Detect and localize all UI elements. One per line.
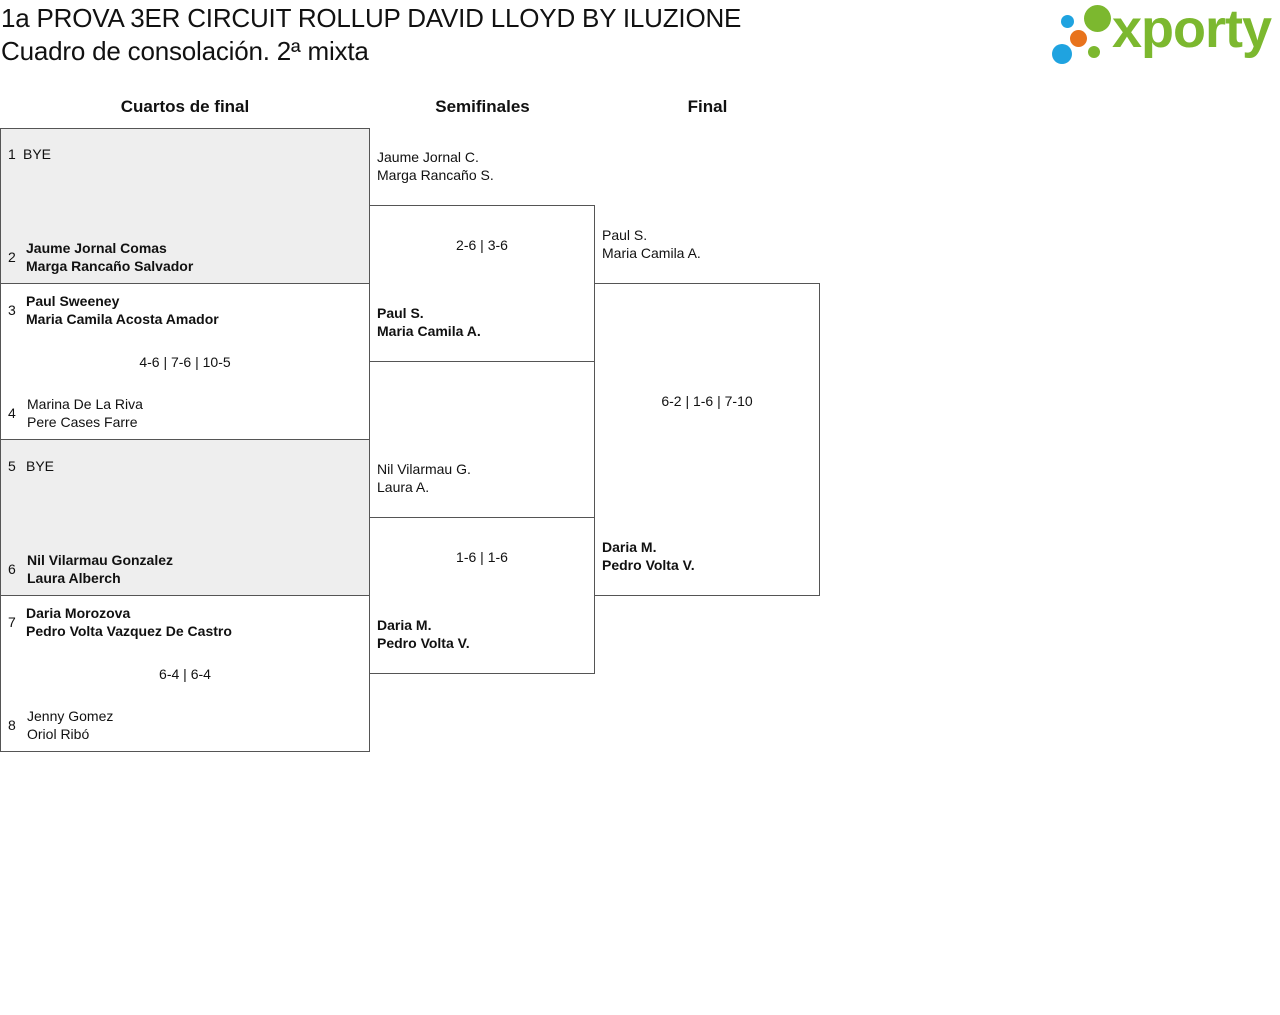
xporty-logo[interactable]: xporty	[1050, 0, 1276, 68]
bye-label: BYE	[26, 458, 55, 474]
seed-number: 4	[8, 405, 16, 421]
logo-dot-green-small-icon	[1088, 46, 1100, 58]
column-heading-semifinals: Semifinales	[435, 97, 530, 116]
page-title: 1a PROVA 3ER CIRCUIT ROLLUP DAVID LLOYD …	[1, 3, 742, 33]
player-name[interactable]: Maria Camila Acosta Amador	[26, 311, 219, 327]
player-name[interactable]: Nil Vilarmau Gonzalez	[27, 552, 174, 568]
seed-number: 3	[8, 302, 16, 318]
player-name[interactable]: Paul S.	[377, 305, 424, 321]
logo-dot-blue-icon	[1052, 44, 1072, 64]
logo-dot-blue-small-icon	[1061, 15, 1074, 28]
column-heading-final: Final	[687, 97, 728, 116]
player-name[interactable]: Marga Rancaño Salvador	[26, 258, 194, 274]
player-name[interactable]: Marga Rancaño S.	[377, 167, 494, 183]
bye-label: BYE	[23, 146, 52, 162]
match-score: 6-4 | 6-4	[159, 666, 211, 682]
seed-number: 8	[8, 717, 16, 733]
quarterfinal-match-4: 7 Daria Morozova Pedro Volta Vazquez De …	[0, 595, 370, 752]
player-name[interactable]: Maria Camila A.	[602, 245, 701, 261]
player-name[interactable]: Jaume Jornal C.	[377, 149, 479, 165]
semifinal-match-2: 1-6 | 1-6 Daria M. Pedro Volta V.	[369, 517, 595, 674]
seed-number: 2	[8, 249, 16, 265]
quarterfinal-match-1: 1 BYE 2 Jaume Jornal Comas Marga Rancaño…	[0, 128, 370, 284]
match-score: 2-6 | 3-6	[456, 237, 508, 253]
page-subtitle: Cuadro de consolación. 2ª mixta	[1, 36, 369, 66]
player-name[interactable]: Marina De La Riva	[27, 396, 143, 412]
logo-dot-green-icon	[1084, 5, 1111, 32]
player-name[interactable]: Pedro Volta Vazquez De Castro	[26, 623, 232, 639]
player-name[interactable]: Maria Camila A.	[377, 323, 481, 339]
quarterfinal-match-2: 3 Paul Sweeney Maria Camila Acosta Amado…	[0, 283, 370, 440]
player-name[interactable]: Oriol Ribó	[27, 726, 90, 742]
match-score: 4-6 | 7-6 | 10-5	[139, 354, 231, 370]
player-name[interactable]: Daria M.	[602, 539, 657, 555]
logo-text: xporty	[1112, 0, 1272, 59]
final-match: 6-2 | 1-6 | 7-10 Daria M. Pedro Volta V.	[594, 283, 820, 596]
semifinal-match-1: 2-6 | 3-6 Paul S. Maria Camila A.	[369, 205, 595, 362]
seed-number: 5	[8, 458, 16, 474]
player-name[interactable]: Laura Alberch	[27, 570, 121, 586]
player-name[interactable]: Nil Vilarmau G.	[377, 461, 471, 477]
match-score: 1-6 | 1-6	[456, 549, 508, 565]
logo-dot-orange-icon	[1070, 30, 1087, 47]
seed-number: 6	[8, 561, 16, 577]
quarterfinal-match-3: 5 BYE 6 Nil Vilarmau Gonzalez Laura Albe…	[0, 439, 370, 596]
player-name[interactable]: Paul Sweeney	[26, 293, 120, 309]
seed-number: 1	[8, 146, 16, 162]
player-name[interactable]: Daria Morozova	[26, 605, 131, 621]
player-name[interactable]: Jaume Jornal Comas	[26, 240, 167, 256]
player-name[interactable]: Daria M.	[377, 617, 432, 633]
player-name[interactable]: Pedro Volta V.	[377, 635, 470, 651]
player-name[interactable]: Pedro Volta V.	[602, 557, 695, 573]
player-name[interactable]: Laura A.	[377, 479, 430, 495]
player-name[interactable]: Pere Cases Farre	[27, 414, 138, 430]
player-name[interactable]: Jenny Gomez	[27, 708, 114, 724]
seed-number: 7	[8, 614, 16, 630]
player-name[interactable]: Paul S.	[602, 227, 648, 243]
column-heading-quarterfinals: Cuartos de final	[120, 97, 250, 116]
match-score: 6-2 | 1-6 | 7-10	[661, 393, 753, 409]
